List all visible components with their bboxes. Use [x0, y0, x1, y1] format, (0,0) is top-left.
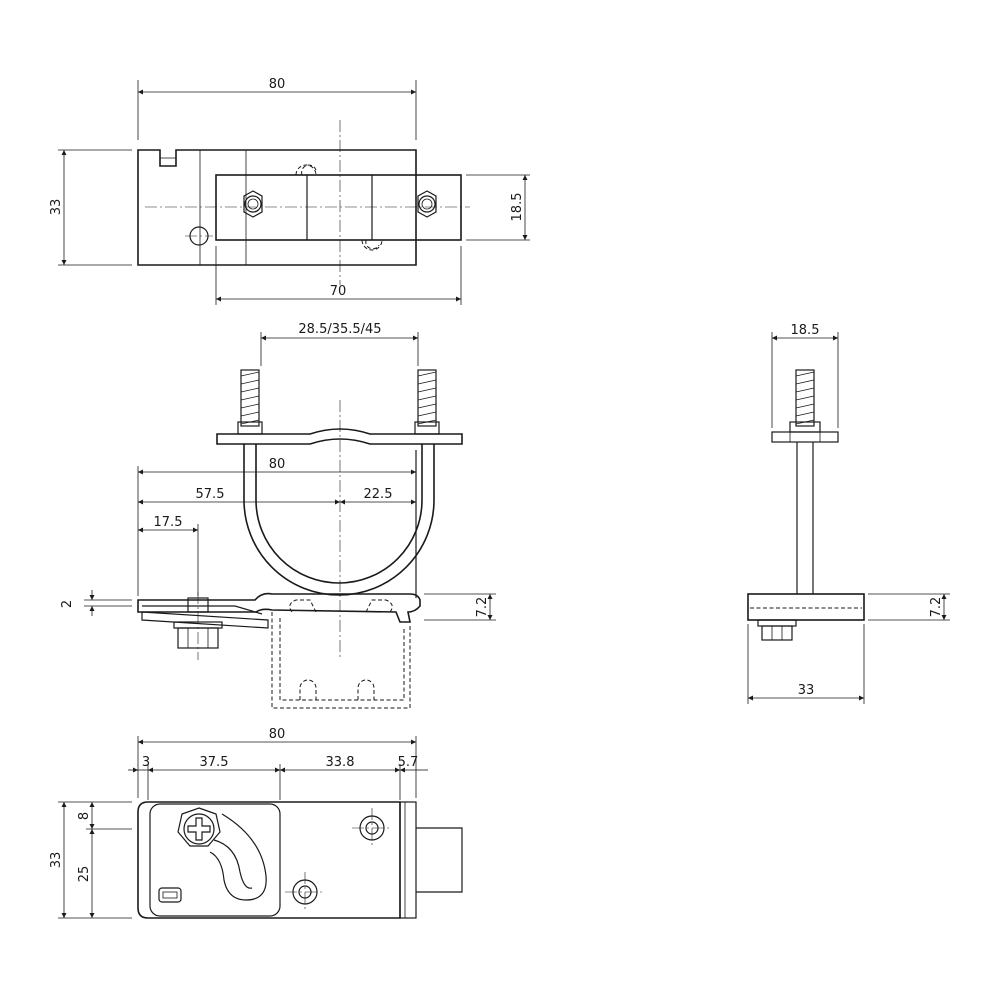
side-width-label: 33 [798, 683, 815, 698]
bottom-height-label: 33 [49, 852, 64, 869]
bolt-spacing-label: 28.5/35.5/45 [298, 322, 381, 337]
top-height-label: 33 [49, 199, 64, 216]
bottom-offset-small-label: 8 [77, 812, 92, 820]
front-view: 28.5/35.5/45 80 57.5 22.5 17.5 2 7.2 [60, 322, 496, 709]
side-view: 18.5 7.2 33 [747, 323, 950, 704]
side-height-label: 7.2 [929, 597, 944, 618]
bottom-view: 80 3 37.5 33.8 5.7 33 8 25 [49, 727, 463, 919]
top-width-label: 80 [269, 77, 286, 92]
front-dist-b-label: 22.5 [364, 487, 393, 502]
top-plate-width-label: 70 [330, 284, 347, 299]
bottom-width-label: 80 [269, 727, 286, 742]
bottom-offset-large-label: 25 [77, 866, 92, 883]
nut-left [243, 190, 263, 218]
screw-head-icon [177, 807, 221, 847]
nut-right [417, 190, 437, 218]
front-dist-c-label: 17.5 [154, 515, 183, 530]
bottom-seg-c-label: 33.8 [326, 755, 355, 770]
bottom-seg-d-label: 5.7 [398, 755, 419, 770]
top-view: 80 33 18.5 70 [49, 77, 530, 305]
front-width-label: 80 [269, 457, 286, 472]
front-height-label: 7.2 [475, 597, 490, 618]
front-thickness-label: 2 [60, 600, 75, 608]
bottom-seg-b-label: 37.5 [200, 755, 229, 770]
top-plate-height-label: 18.5 [510, 193, 525, 222]
front-dist-a-label: 57.5 [196, 487, 225, 502]
bottom-seg-a-label: 3 [142, 755, 150, 770]
side-top-width-label: 18.5 [791, 323, 820, 338]
